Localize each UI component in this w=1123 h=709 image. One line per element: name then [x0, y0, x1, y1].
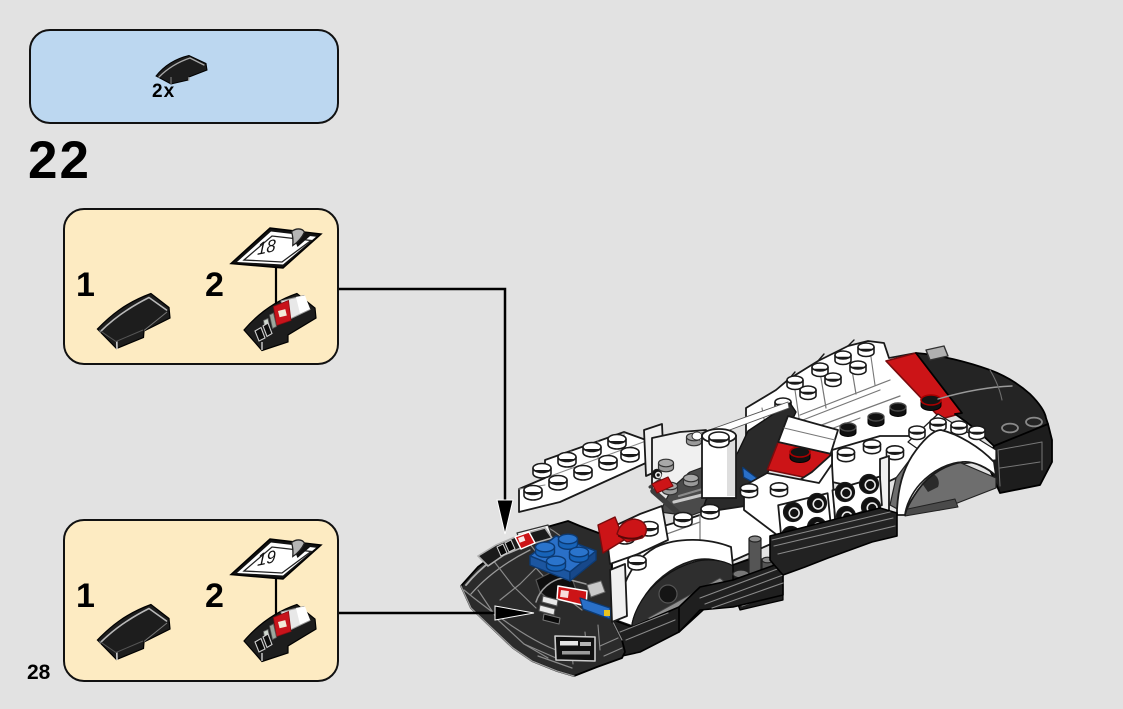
svg-text:18: 18	[257, 235, 277, 259]
svg-text:19: 19	[257, 546, 277, 570]
